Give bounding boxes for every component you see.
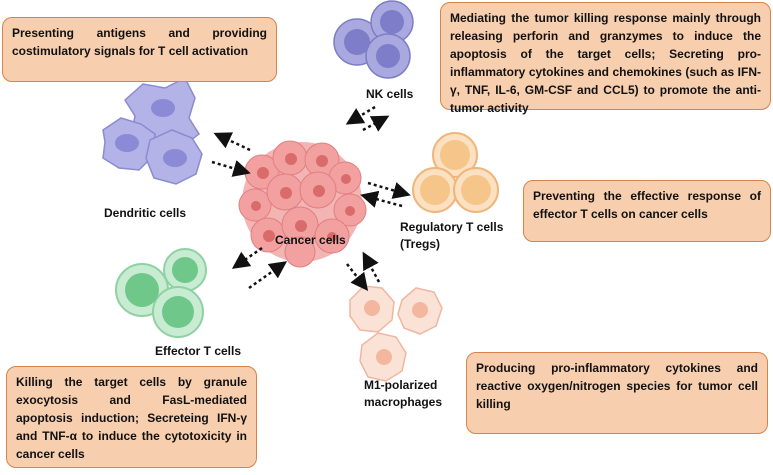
treg-function-box: Preventing the effective response of eff…	[523, 180, 771, 242]
cancer-cells-icon	[238, 140, 367, 268]
macrophage-function-box: Producing pro-inflammatory cytokines and…	[466, 352, 768, 434]
m1-macrophages-label: M1-polarized macrophages	[364, 377, 442, 411]
dendritic-nuclei-icon	[115, 99, 187, 167]
nk-cells-icon	[333, 0, 414, 79]
effector-t-cells-icon	[115, 248, 207, 338]
dendritic-cells-icon	[102, 76, 203, 185]
m1-macrophages-label-line1: M1-polarized	[364, 378, 438, 392]
effector-function-box: Killing the target cells by granule exoc…	[6, 366, 257, 468]
m1-macrophages-icon	[349, 285, 443, 382]
m1-macrophages-label-line2: macrophages	[364, 395, 443, 409]
regulatory-t-cells-label-line1: Regulatory T cells	[400, 220, 504, 234]
interaction-arrows	[211, 105, 411, 291]
dendritic-function-box: Presenting antigens and providing costim…	[2, 17, 277, 82]
effector-t-cells-label: Effector T cells	[155, 344, 242, 358]
macrophage-nuclei-icon	[364, 300, 428, 365]
regulatory-t-cells-icon	[412, 132, 499, 213]
nk-cells-label: NK cells	[366, 87, 414, 101]
nk-function-box: Mediating the tumor killing response mai…	[440, 2, 771, 115]
dendritic-cells-label: Dendritic cells	[104, 206, 187, 220]
regulatory-t-cells-label-line2: (Tregs)	[400, 237, 441, 251]
regulatory-t-cells-label: Regulatory T cells (Tregs)	[400, 219, 503, 253]
cancer-cells-label: Cancer cells	[275, 233, 346, 247]
